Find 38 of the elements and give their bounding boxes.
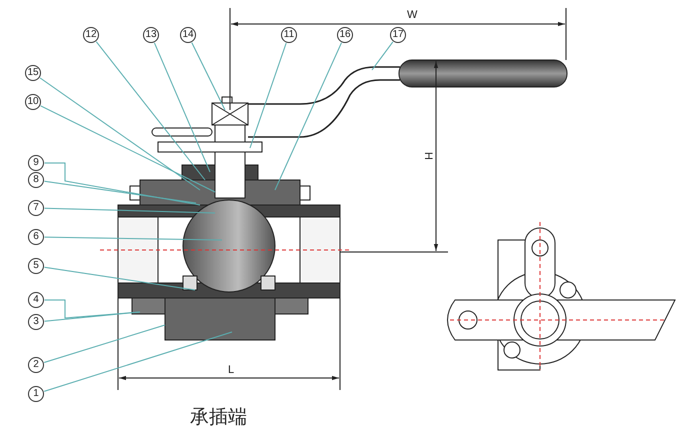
- dimension-label: W: [407, 9, 418, 21]
- callout-number: 3: [28, 314, 44, 330]
- callout-number: 16: [337, 27, 353, 43]
- callout-number: 2: [28, 357, 44, 373]
- leader-line: [44, 208, 216, 214]
- leader-line: [44, 324, 166, 363]
- leader-line: [40, 105, 216, 192]
- leader-line: [191, 42, 226, 110]
- callout-number: 7: [28, 200, 44, 216]
- caption: 承插端: [190, 405, 247, 430]
- leader-line: [44, 332, 232, 392]
- callout-number: 5: [28, 258, 44, 274]
- callout-number: 6: [28, 229, 44, 245]
- leader-line: [154, 42, 210, 172]
- callout-number: 17: [390, 27, 406, 43]
- callout-number: 13: [143, 27, 159, 43]
- callout-number: 10: [25, 94, 41, 110]
- callout-number: 14: [180, 27, 196, 43]
- callout-number: 8: [28, 172, 44, 188]
- leader-line: [44, 266, 196, 290]
- callout-number: 1: [28, 386, 44, 402]
- leader-line: [44, 180, 196, 204]
- callout-number: 9: [28, 155, 44, 171]
- leader-line: [44, 236, 222, 240]
- dimension-label: L: [228, 364, 234, 376]
- leader-line: [44, 162, 200, 206]
- leader-line: [274, 42, 342, 190]
- leader-line: [40, 77, 200, 190]
- callout-number: 11: [281, 27, 297, 43]
- leader-line: [250, 42, 287, 148]
- callout-number: 15: [25, 65, 41, 81]
- leader-line: [44, 312, 140, 322]
- callout-number: 4: [28, 292, 44, 308]
- dimension-label: H: [422, 152, 434, 160]
- leader-line: [96, 41, 206, 180]
- leader-line: [372, 41, 394, 70]
- callout-number: 12: [83, 27, 99, 43]
- leader-line: [44, 300, 140, 319]
